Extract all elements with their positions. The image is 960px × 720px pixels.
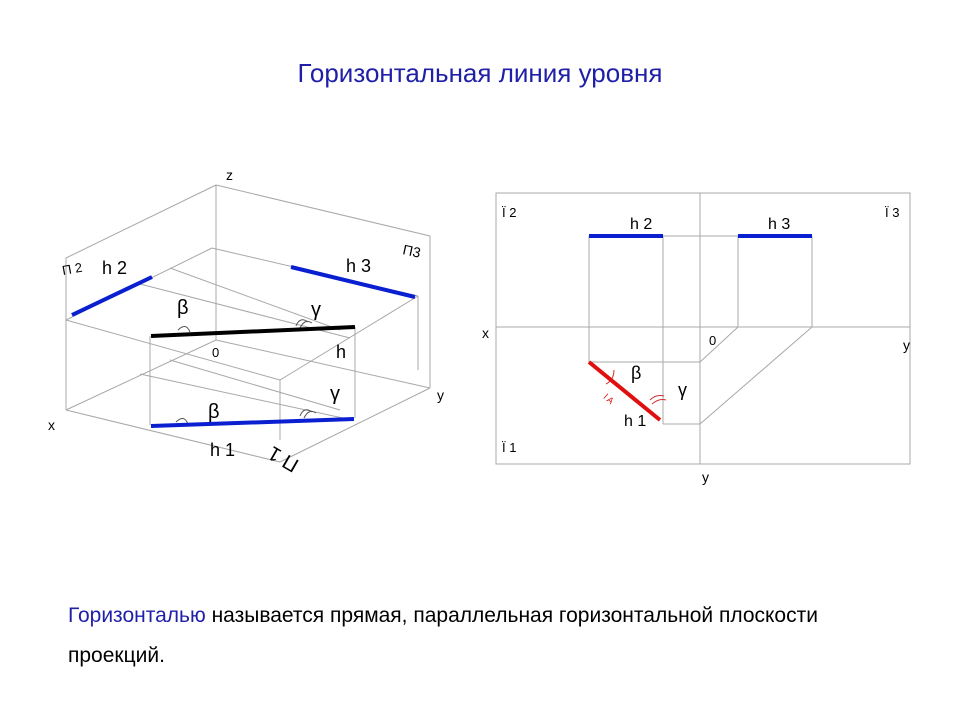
gamma-arc-upper-2	[299, 320, 313, 329]
gamma-arc-lower-2	[303, 410, 317, 419]
axis-x-ortho-label: x	[482, 325, 489, 341]
gamma-arc-ortho-2	[651, 399, 667, 405]
orthographic-frame	[495, 192, 911, 465]
h1-true-length-line	[587, 360, 662, 422]
gamma-ortho-label: γ	[678, 380, 687, 400]
beta-arc-lower	[175, 418, 189, 425]
origin-label: 0	[212, 345, 219, 360]
caption: Горизонталью называется прямая, параллел…	[68, 596, 908, 676]
h-line	[150, 325, 356, 338]
axis-z-label: z	[226, 167, 233, 183]
h2-line	[71, 275, 153, 317]
beta-lower-label: β	[208, 401, 220, 423]
h-label: h	[336, 342, 346, 362]
axis-y-right-label: y	[903, 337, 910, 353]
h3-label: h 3	[346, 256, 371, 276]
axis-x-label: x	[48, 417, 55, 433]
pi3-label: П3	[401, 241, 422, 260]
pi3-ortho-label: Ï 3	[885, 205, 899, 220]
caption-text: называется прямая, параллельная горизонт…	[68, 604, 818, 667]
h1-line	[150, 417, 355, 428]
gamma-arc-ortho-1	[649, 395, 665, 401]
true-length-label: l A	[602, 392, 616, 406]
h1-ortho-label: h 1	[624, 413, 646, 430]
axis-y-label: y	[437, 387, 444, 403]
h3-line	[290, 265, 416, 299]
axis-y-bottom-label: y	[702, 469, 709, 485]
gamma-upper-label: γ	[311, 299, 321, 321]
h3-ortho-label: h 3	[768, 216, 790, 233]
beta-upper-label: β	[177, 297, 189, 319]
h1-label: h 1	[210, 440, 235, 460]
origin-ortho-label: 0	[709, 333, 716, 348]
axonometric-frame	[65, 184, 431, 463]
axonometric-diagram: z x y 0 П 2 П3 П 1 h 2 h 3 h h 1 β γ β γ	[48, 167, 444, 476]
caption-highlight: Горизонталью	[68, 604, 206, 627]
gamma-lower-label: γ	[330, 383, 340, 405]
slide-title: Горизонтальная линия уровня	[297, 58, 663, 88]
orthographic-diagram: Ï 2 Ï 3 Ï 1 x y y 0 h 2 h 3 h 1 β γ l A	[482, 192, 911, 485]
pi2-ortho-label: Ï 2	[502, 205, 516, 220]
beta-ortho-label: β	[631, 363, 641, 383]
h2-label: h 2	[102, 258, 127, 278]
pi2-label: П 2	[61, 260, 83, 278]
pi1-label: П 1	[265, 441, 303, 476]
h2-ortho-label: h 2	[630, 216, 652, 233]
beta-arc-upper	[177, 326, 191, 333]
pi1-ortho-label: Ï 1	[502, 440, 516, 455]
